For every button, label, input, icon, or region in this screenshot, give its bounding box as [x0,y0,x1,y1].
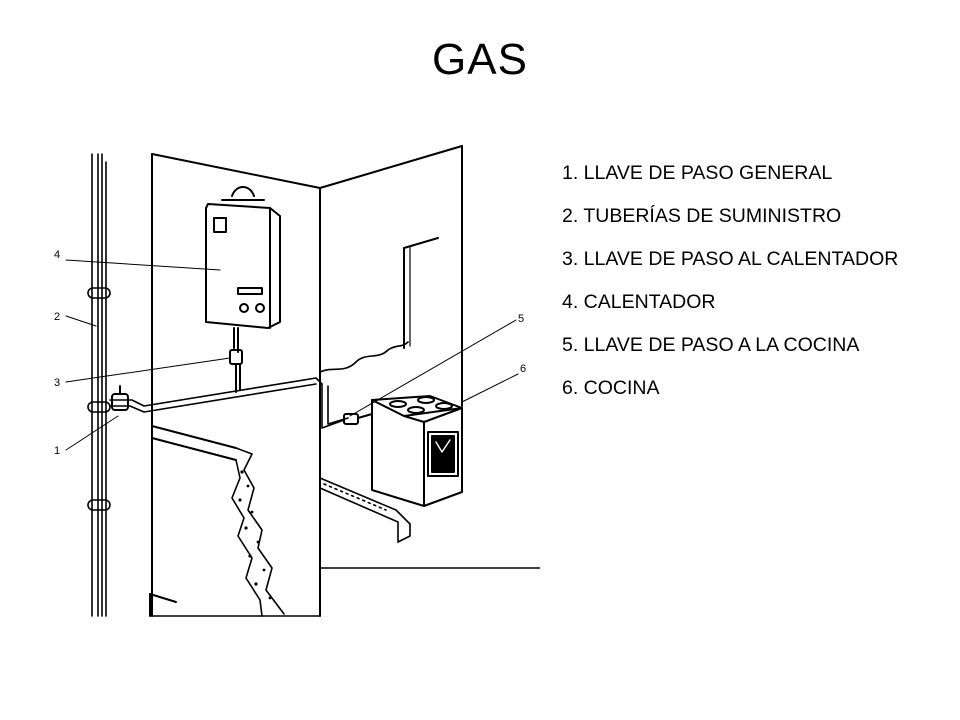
legend-item: 2. TUBERÍAS DE SUMINISTRO [562,205,842,227]
gas-installation-diagram: 1 2 3 4 5 6 [26,138,540,618]
callout-4: 4 [54,249,60,261]
main-shutoff-valve [111,385,129,411]
callout-2: 2 [54,311,60,323]
stove [371,395,463,507]
legend-item: 3. LLAVE DE PASO AL CALENTADOR [562,248,899,270]
doorway [319,237,439,373]
kitchen-valve [343,413,373,425]
legend-item: 5. LLAVE DE PASO A LA COCINA [562,334,860,356]
supply-riser-pipes [87,153,111,617]
callout-labels: 1 2 3 4 5 6 [54,249,526,457]
callout-5: 5 [518,313,524,325]
callout-1: 1 [54,445,60,457]
room-walls [149,145,540,617]
slide-title: GAS [432,35,528,84]
callout-6: 6 [520,363,526,375]
legend-item: 1. LLAVE DE PASO GENERAL [562,162,833,184]
legend-list: 1. LLAVE DE PASO GENERAL 2. TUBERÍAS DE … [562,162,898,420]
horizontal-supply-pipe [109,377,349,429]
callout-leaders [65,259,519,451]
legend-item: 6. COCINA [562,377,660,399]
broken-wall-section [231,447,285,617]
legend-item: 4. CALENTADOR [562,291,716,313]
heater-valve [229,349,243,393]
water-heater [205,186,281,353]
counter-slab [319,477,411,543]
callout-3: 3 [54,377,60,389]
